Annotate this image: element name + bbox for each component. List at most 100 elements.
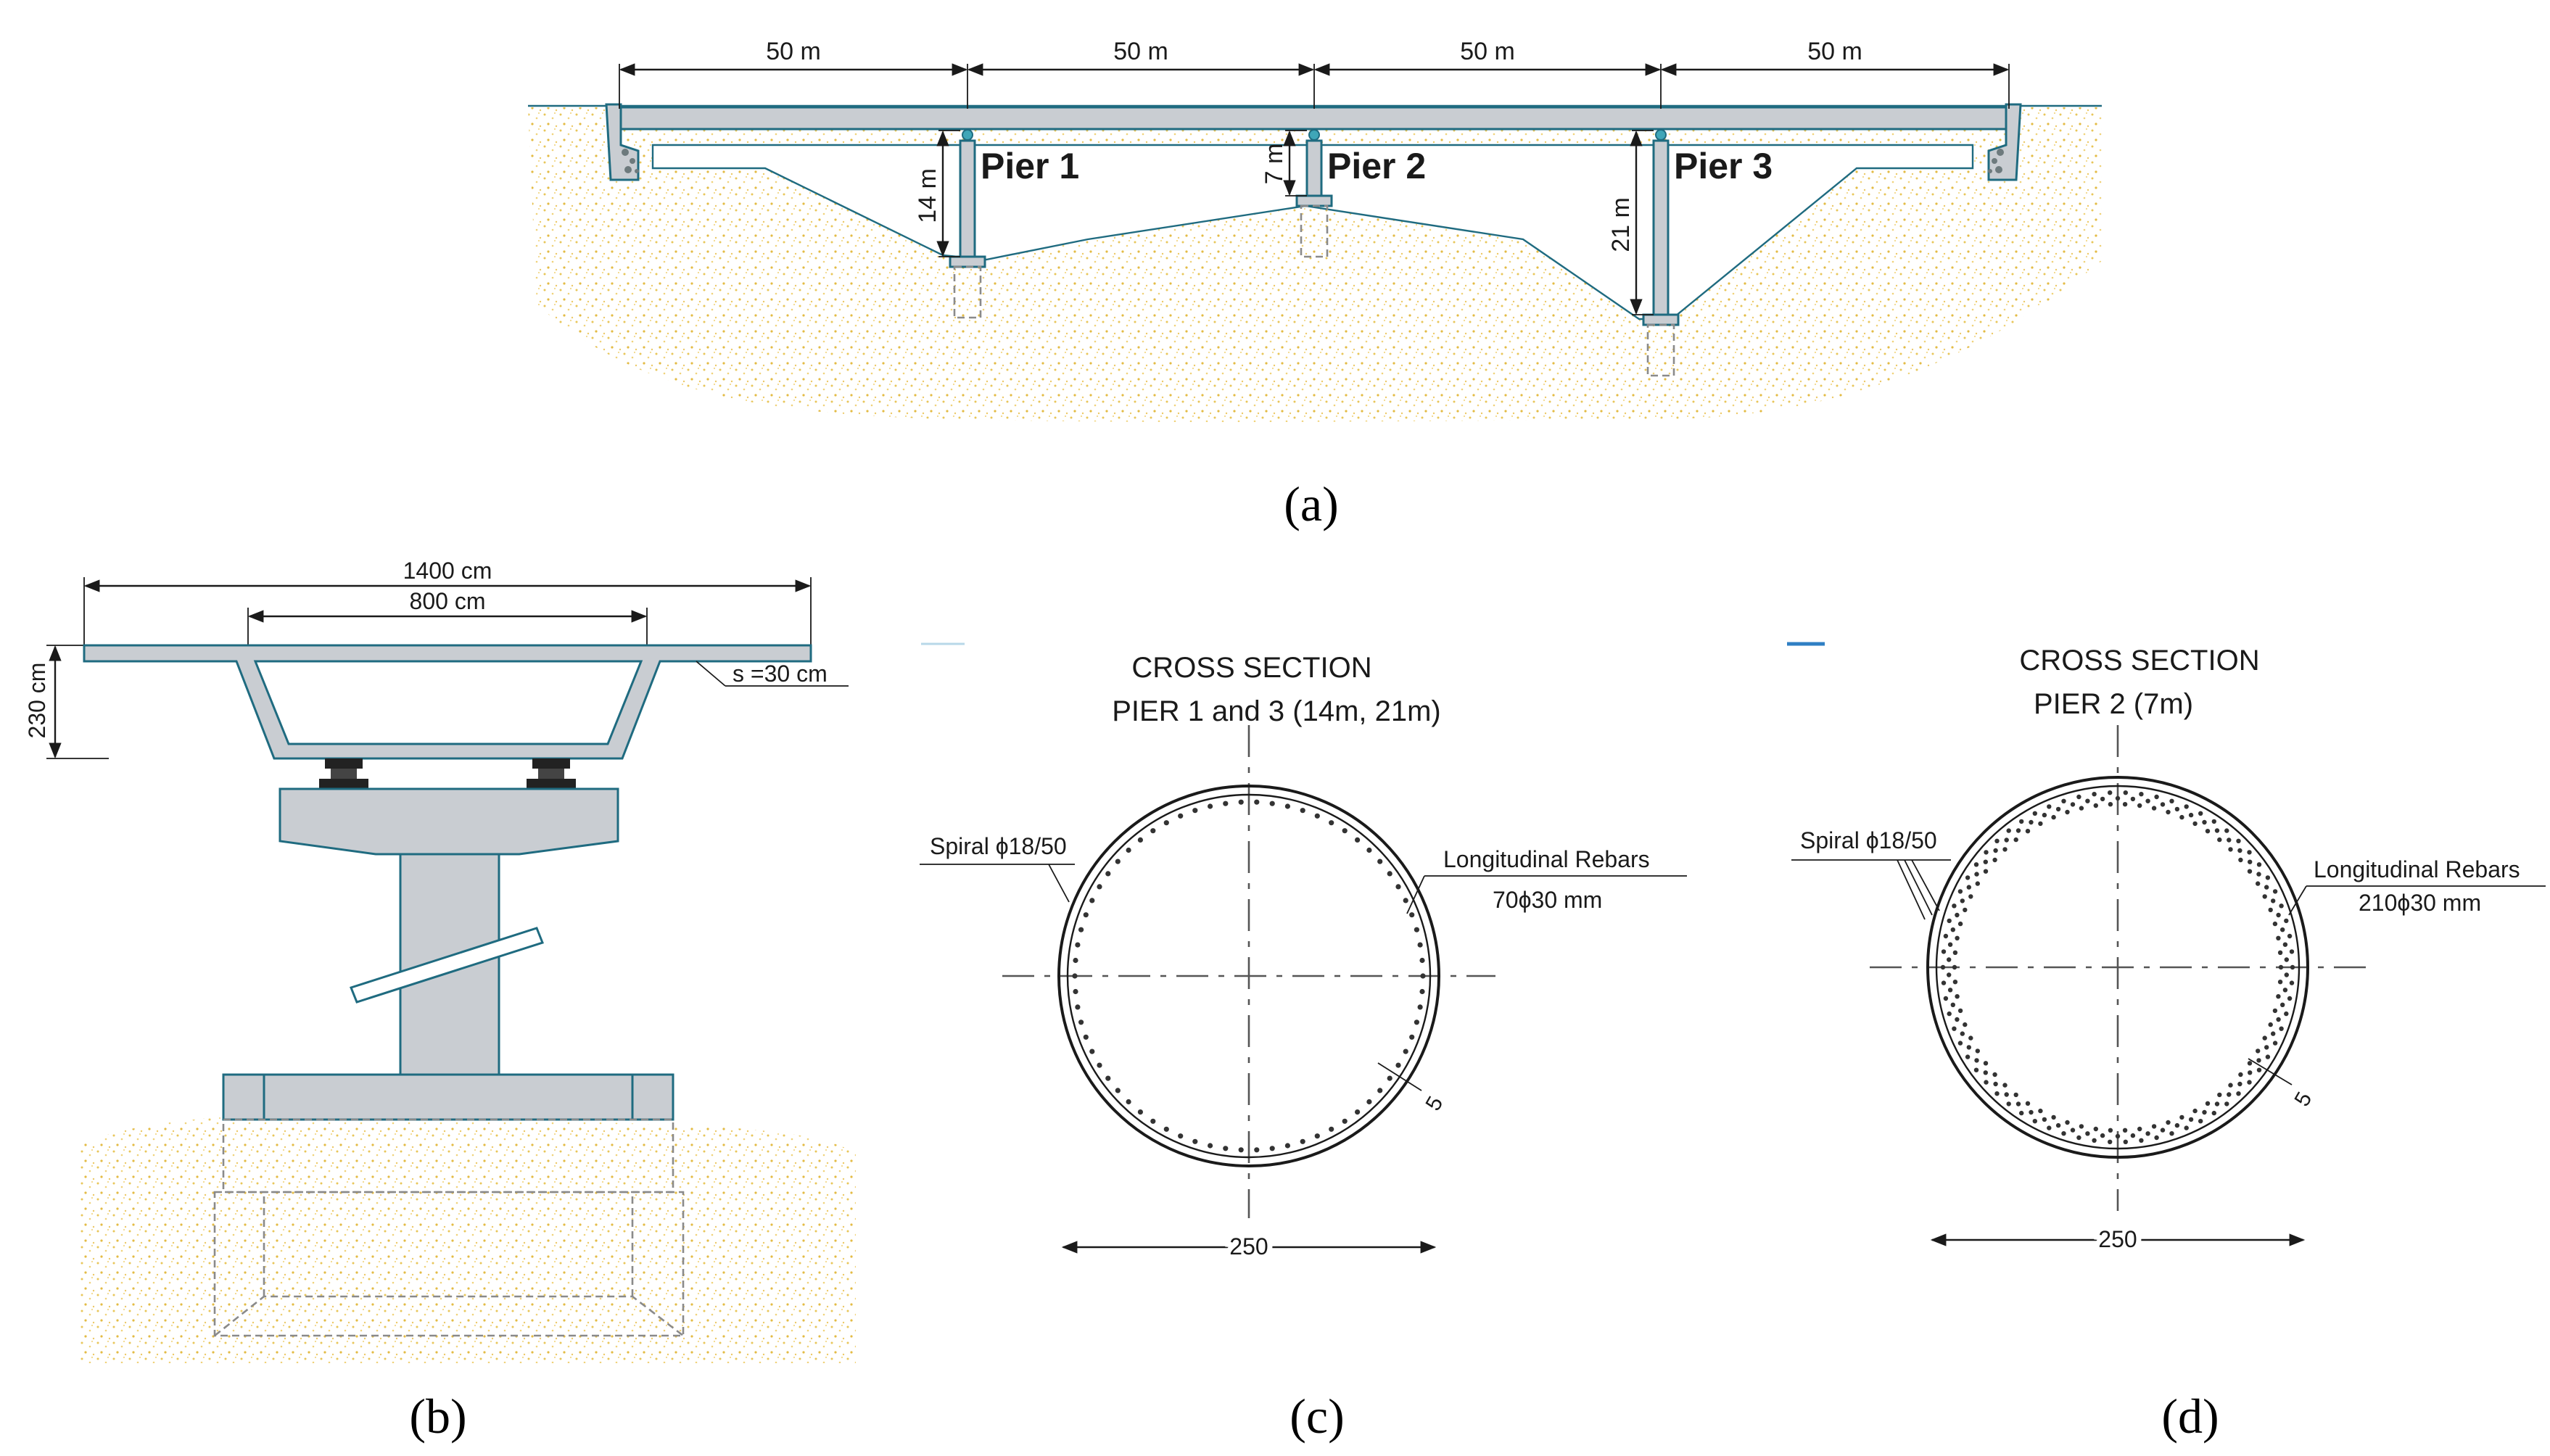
rebar-dot [1284, 1143, 1290, 1149]
rebar-dot [2179, 814, 2184, 820]
rebar-dot [1975, 1048, 1980, 1054]
rebar-dot [2051, 814, 2056, 820]
rebar-dot [2184, 804, 2189, 809]
rebar-dot [1314, 1133, 1320, 1139]
span-3-label: 50 m [1460, 38, 1515, 65]
rebar-dot [2002, 847, 2008, 852]
rebar-dot [2100, 796, 2105, 802]
rebar-dot [1126, 847, 1131, 853]
rebar-dot [2247, 869, 2253, 874]
section-d-rebars [1940, 790, 2295, 1145]
rebar-dot [1355, 1109, 1361, 1115]
rebar-dot [1409, 912, 1415, 918]
rebar-dot [1940, 964, 1946, 970]
rebar-dot [1963, 907, 1968, 913]
abutment-fill-left [622, 149, 639, 173]
rebar-dot [2262, 1035, 2267, 1041]
rebar-dot [2047, 1125, 2052, 1130]
rebar-dot [2032, 1119, 2037, 1124]
rebar-dot [1417, 1004, 1423, 1010]
rebar-d-label: Longitudinal Rebars [2314, 856, 2520, 882]
rebar-dot [2006, 1101, 2011, 1107]
rebar-dot [1955, 935, 1960, 941]
rebar-dot [2108, 790, 2113, 795]
rebar-dot [2264, 1045, 2269, 1050]
rebar-dot [2238, 857, 2243, 863]
rebar-dot [2284, 972, 2289, 977]
rebar-dot [2139, 792, 2144, 797]
rebar-dot [1178, 1133, 1184, 1139]
rebar-dot [1941, 980, 1947, 985]
rebar-dot [2122, 802, 2128, 807]
rebar-dot [1950, 1002, 1955, 1008]
rebar-dot [1966, 1045, 1971, 1050]
bearing-left [319, 758, 368, 789]
rebar-dot [2019, 819, 2024, 824]
rebar-dot [1992, 857, 1997, 863]
rebar-dot [1238, 799, 1244, 805]
rebar-dot [1983, 1061, 1989, 1066]
rebar-dot [1342, 828, 1348, 834]
rebar-dot [2289, 980, 2295, 985]
rebar-dot [1955, 1017, 1960, 1022]
caption-a: (a) [1284, 476, 1338, 531]
rebar-dot [1105, 1075, 1111, 1081]
rebar-dot [2280, 927, 2285, 932]
rebar-dot [2166, 809, 2171, 815]
span-4-label: 50 m [1807, 38, 1862, 65]
section-d-title-2: PIER 2 (7m) [2034, 688, 2193, 720]
cover-c-label: 5 [1421, 1093, 1448, 1115]
rebar-dot [2276, 935, 2281, 941]
rebar-dot [1075, 1004, 1081, 1010]
rebar-dot [1089, 898, 1095, 903]
rebar-dot [2278, 964, 2284, 970]
rebar-dot [2092, 1138, 2097, 1143]
rebar-dot [1419, 957, 1425, 964]
rebar-dot [1419, 988, 1425, 995]
rebar-dot [1409, 1034, 1415, 1040]
rebar-dot [2151, 806, 2157, 811]
rebar-dot [1992, 1072, 1997, 1077]
rebar-dot [2256, 1048, 2261, 1054]
rebar-dot [1993, 1081, 1998, 1087]
rebar-dot [2284, 957, 2289, 962]
rebar-dot [2025, 829, 2031, 834]
rebar-dot [2279, 903, 2284, 909]
rebar-dot [1403, 898, 1408, 903]
rebar-dot [1300, 1138, 1305, 1144]
rebar-dot [2025, 1101, 2031, 1107]
rebar-dot [1952, 980, 1958, 985]
abutment-fill-right [1988, 149, 2004, 173]
rebar-dot [1137, 837, 1143, 843]
rebar-dot [2211, 819, 2216, 824]
rebar-dot [2076, 1135, 2081, 1141]
rebar-dot [2247, 1061, 2253, 1066]
pier-3-label: Pier 3 [1674, 146, 1773, 186]
rebar-dot [1150, 1118, 1156, 1124]
rebar-d-value: 210ϕ30 mm [2359, 890, 2481, 916]
rebar-dot [2205, 1101, 2211, 1107]
rebar-dot [2272, 921, 2278, 927]
pier-1 [949, 129, 986, 319]
rebar-dot [1269, 801, 1275, 806]
rebar-dot [2284, 1011, 2289, 1017]
rebar-dot [2047, 804, 2052, 809]
rebar-dot [2289, 949, 2295, 954]
rebar-dot [1960, 898, 1965, 903]
rebar-dot [2214, 828, 2220, 833]
rebar-dot [1089, 1048, 1095, 1054]
rebar-dot [1957, 889, 1963, 894]
rebar-dot [2076, 794, 2081, 800]
rebar-dot [2217, 1092, 2222, 1098]
rebar-dot [2169, 1131, 2174, 1136]
rebar-dot [2256, 862, 2262, 867]
rebar-dot [2166, 1120, 2171, 1125]
rebar-dot [2130, 796, 2136, 802]
spiral-c-label: Spiral ϕ18/50 [930, 833, 1067, 859]
section-c-title-2: PIER 1 and 3 (14m, 21m) [1112, 695, 1441, 727]
rebar-dot [2247, 1080, 2252, 1085]
rebar-dot [2236, 838, 2241, 844]
rebar-dot [2029, 819, 2034, 825]
rebar-dot [2100, 1133, 2105, 1138]
rebar-dot [2272, 889, 2278, 894]
